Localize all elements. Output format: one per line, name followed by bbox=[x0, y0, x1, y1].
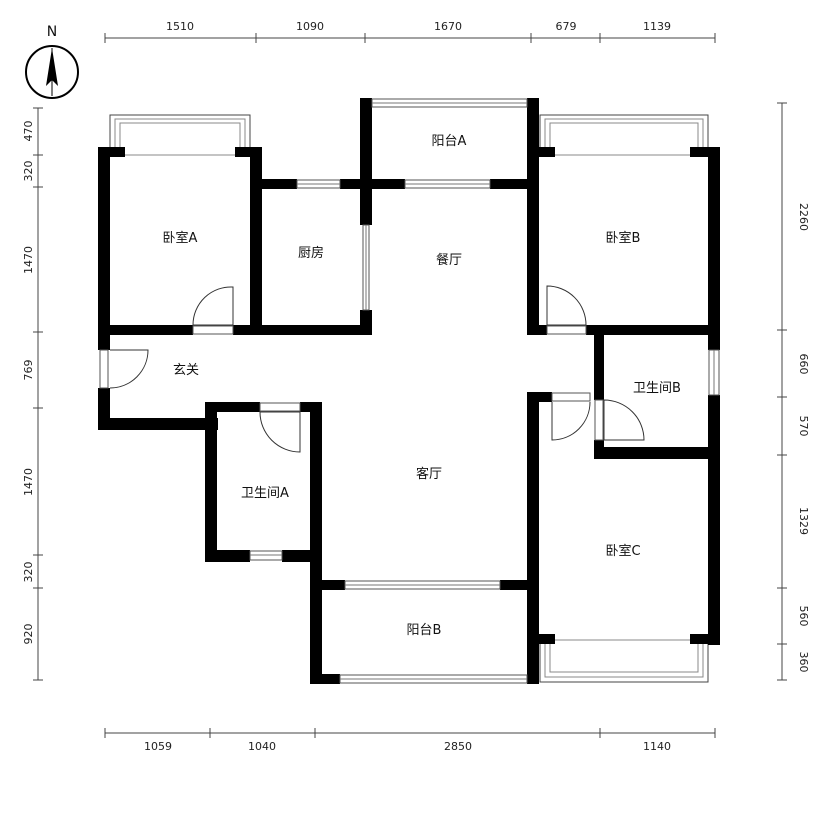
walls bbox=[98, 98, 720, 684]
dim-top-3: 1670 bbox=[434, 20, 462, 33]
dim-bottom-3: 2850 bbox=[444, 740, 472, 753]
room-living: 客厅 bbox=[416, 466, 442, 482]
dim-left-2: 320 bbox=[22, 161, 35, 182]
compass-ring bbox=[25, 45, 79, 99]
room-balcony-a: 阳台A bbox=[432, 134, 467, 149]
dim-left-1: 470 bbox=[22, 121, 35, 142]
bay-windows bbox=[109, 114, 709, 683]
room-entrance: 玄关 bbox=[173, 363, 199, 378]
dim-right-5: 560 bbox=[797, 606, 810, 627]
dim-left-7: 920 bbox=[22, 624, 35, 645]
dim-top-2: 1090 bbox=[296, 20, 324, 33]
compass: N bbox=[25, 24, 79, 99]
dimension-left: 470 320 1470 769 1470 320 920 bbox=[22, 107, 43, 681]
room-bedroom-c: 卧室C bbox=[605, 543, 640, 559]
dimension-right: 2260 660 570 1329 560 360 bbox=[777, 102, 810, 681]
dim-bottom-4: 1140 bbox=[643, 740, 671, 753]
dim-bottom-1: 1059 bbox=[144, 740, 172, 753]
dim-top-1: 1510 bbox=[166, 20, 194, 33]
dim-left-5: 1470 bbox=[22, 468, 35, 496]
dim-top-5: 1139 bbox=[643, 20, 671, 33]
windows bbox=[99, 98, 720, 684]
room-bath-b: 卫生间B bbox=[633, 381, 681, 396]
dim-right-2: 660 bbox=[797, 354, 810, 375]
dim-right-3: 570 bbox=[797, 416, 810, 437]
dim-right-1: 2260 bbox=[797, 203, 810, 231]
room-balcony-b: 阳台B bbox=[407, 623, 442, 638]
dim-top-4: 679 bbox=[556, 20, 577, 33]
doors bbox=[109, 285, 645, 453]
dim-right-6: 360 bbox=[797, 652, 810, 673]
dim-left-3: 1470 bbox=[22, 246, 35, 274]
room-labels: 卧室A 厨房 阳台A 餐厅 卧室B 玄关 卫生间B 卫生间A 客厅 卧室C 阳台… bbox=[163, 134, 681, 638]
room-bedroom-b: 卧室B bbox=[606, 230, 641, 246]
dim-left-4: 769 bbox=[22, 360, 35, 381]
room-bath-a: 卫生间A bbox=[241, 486, 289, 501]
dim-bottom-2: 1040 bbox=[248, 740, 276, 753]
dimension-top: 1510 1090 1670 679 1139 bbox=[104, 20, 716, 43]
dimension-bottom: 1059 1040 2850 1140 bbox=[104, 728, 716, 753]
room-kitchen: 厨房 bbox=[298, 245, 324, 261]
room-bedroom-a: 卧室A bbox=[163, 230, 198, 246]
dim-left-6: 320 bbox=[22, 562, 35, 583]
north-label: N bbox=[47, 24, 57, 40]
dim-right-4: 1329 bbox=[797, 507, 810, 535]
room-dining: 餐厅 bbox=[436, 252, 462, 268]
